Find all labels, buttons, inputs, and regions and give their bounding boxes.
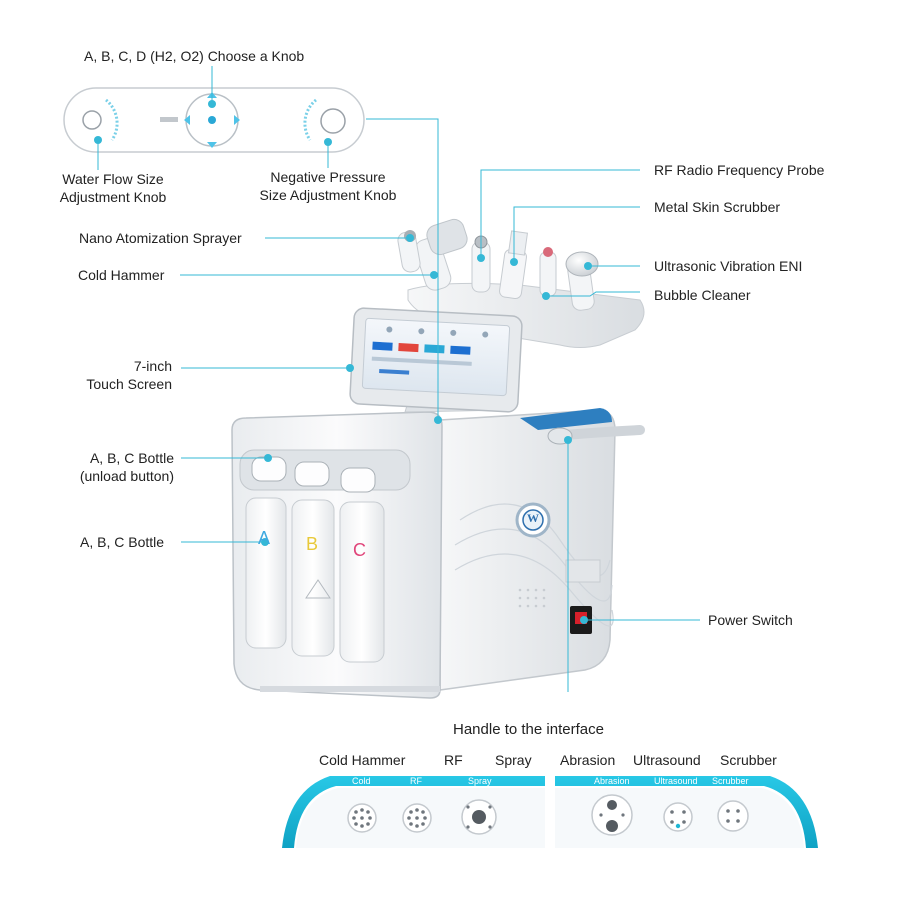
power-switch-label: Power Switch xyxy=(708,612,793,628)
abc-unload-line2: (unload button) xyxy=(79,468,174,484)
water-flow-label: Water Flow Size Adjustment Knob xyxy=(48,170,178,206)
machine-body xyxy=(231,408,616,699)
handle-sub-spray: Spray xyxy=(468,776,492,786)
connector-ultrasound xyxy=(663,802,693,832)
handle-name-rf: RF xyxy=(444,752,463,768)
connector-spray xyxy=(461,799,497,835)
water-flow-line1: Water Flow Size xyxy=(62,171,164,187)
touch-screen-label: 7-inch Touch Screen xyxy=(60,357,172,393)
water-flow-knob xyxy=(82,110,102,130)
bubble-cleaner-label: Bubble Cleaner xyxy=(654,287,751,303)
abc-unload-line1: A, B, C Bottle xyxy=(89,450,174,466)
touch-screen-line2: Touch Screen xyxy=(86,376,172,392)
connector-scrubber xyxy=(717,800,749,832)
bottle-a-letter: A xyxy=(258,528,271,548)
handle-sub-scrubber: Scrubber xyxy=(712,776,749,786)
handle-title: Handle to the interface xyxy=(453,721,604,738)
negative-pressure-line2: Size Adjustment Knob xyxy=(259,187,397,203)
connector-abrasion xyxy=(591,794,633,836)
bottle-b xyxy=(291,499,335,657)
cold-hammer-label: Cold Hammer xyxy=(78,267,165,283)
bottle-c-letter: C xyxy=(353,540,366,560)
touch-screen-line1: 7-inch xyxy=(133,358,172,374)
connector-rf xyxy=(402,803,432,833)
handle-interface xyxy=(282,776,818,848)
handle-sub-rf: RF xyxy=(410,776,422,786)
touch-screen xyxy=(349,307,523,413)
water-flow-line2: Adjustment Knob xyxy=(59,189,167,205)
device-logo: W xyxy=(527,511,539,525)
negative-pressure-line1: Negative Pressure xyxy=(270,169,386,185)
metal-scrubber-label: Metal Skin Scrubber xyxy=(654,199,781,215)
unload-button-b xyxy=(294,461,330,487)
knob-panel xyxy=(63,87,365,153)
handle-name-scrubber: Scrubber xyxy=(720,752,777,768)
handle-sub-cold: Cold xyxy=(352,776,371,786)
callout-lines xyxy=(97,66,700,692)
rf-probe-label: RF Radio Frequency Probe xyxy=(654,162,825,178)
abc-bottle-label: A, B, C Bottle xyxy=(80,534,165,550)
handle-name-abrasion: Abrasion xyxy=(560,752,616,768)
handle-name-ultrasound: Ultrasound xyxy=(633,752,701,768)
bottle-b-letter: B xyxy=(306,534,319,554)
unload-button-c xyxy=(340,467,376,493)
connector-cold xyxy=(347,803,377,833)
abc-unload-label: A, B, C Bottle (unload button) xyxy=(50,449,174,485)
negative-pressure-label: Negative Pressure Size Adjustment Knob xyxy=(246,168,410,204)
negative-pressure-knob xyxy=(320,108,346,134)
handle-sub-abrasion: Abrasion xyxy=(594,776,630,786)
handle-name-cold: Cold Hammer xyxy=(319,752,406,768)
bottle-c xyxy=(339,501,385,663)
handle-name-spray: Spray xyxy=(495,752,532,768)
callout-dots xyxy=(94,100,592,624)
handpiece-holder xyxy=(397,218,645,348)
bottle-a xyxy=(245,497,287,649)
ultrasonic-label: Ultrasonic Vibration ENI xyxy=(654,258,803,274)
nano-sprayer-label: Nano Atomization Sprayer xyxy=(79,230,242,246)
knob-title: A, B, C, D (H2, O2) Choose a Knob xyxy=(84,48,305,64)
handle-sub-ultrasound: Ultrasound xyxy=(654,776,698,786)
